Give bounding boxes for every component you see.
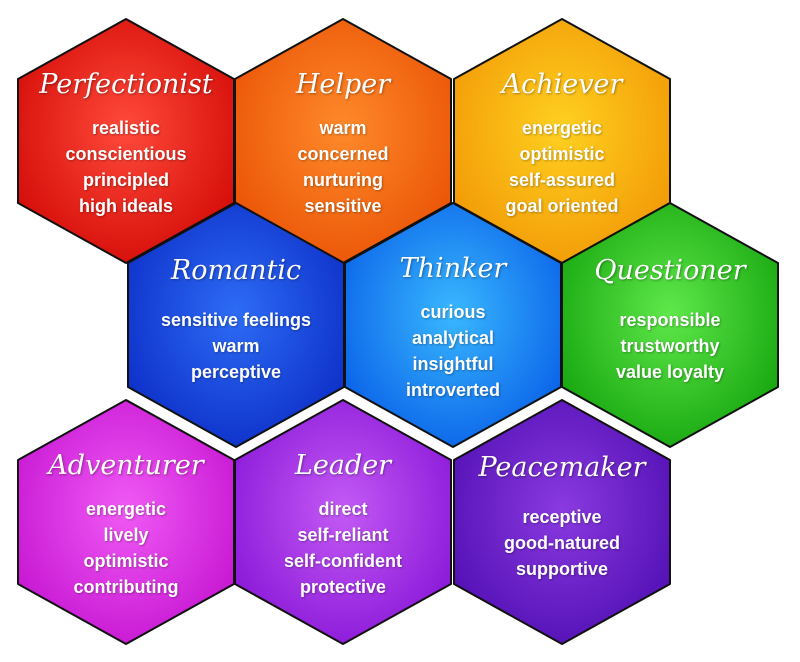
hexagon-leader <box>234 399 452 645</box>
hexagon-peacemaker <box>453 399 671 645</box>
hexagon-questioner <box>561 202 779 448</box>
hexagon-adventurer <box>17 399 235 645</box>
